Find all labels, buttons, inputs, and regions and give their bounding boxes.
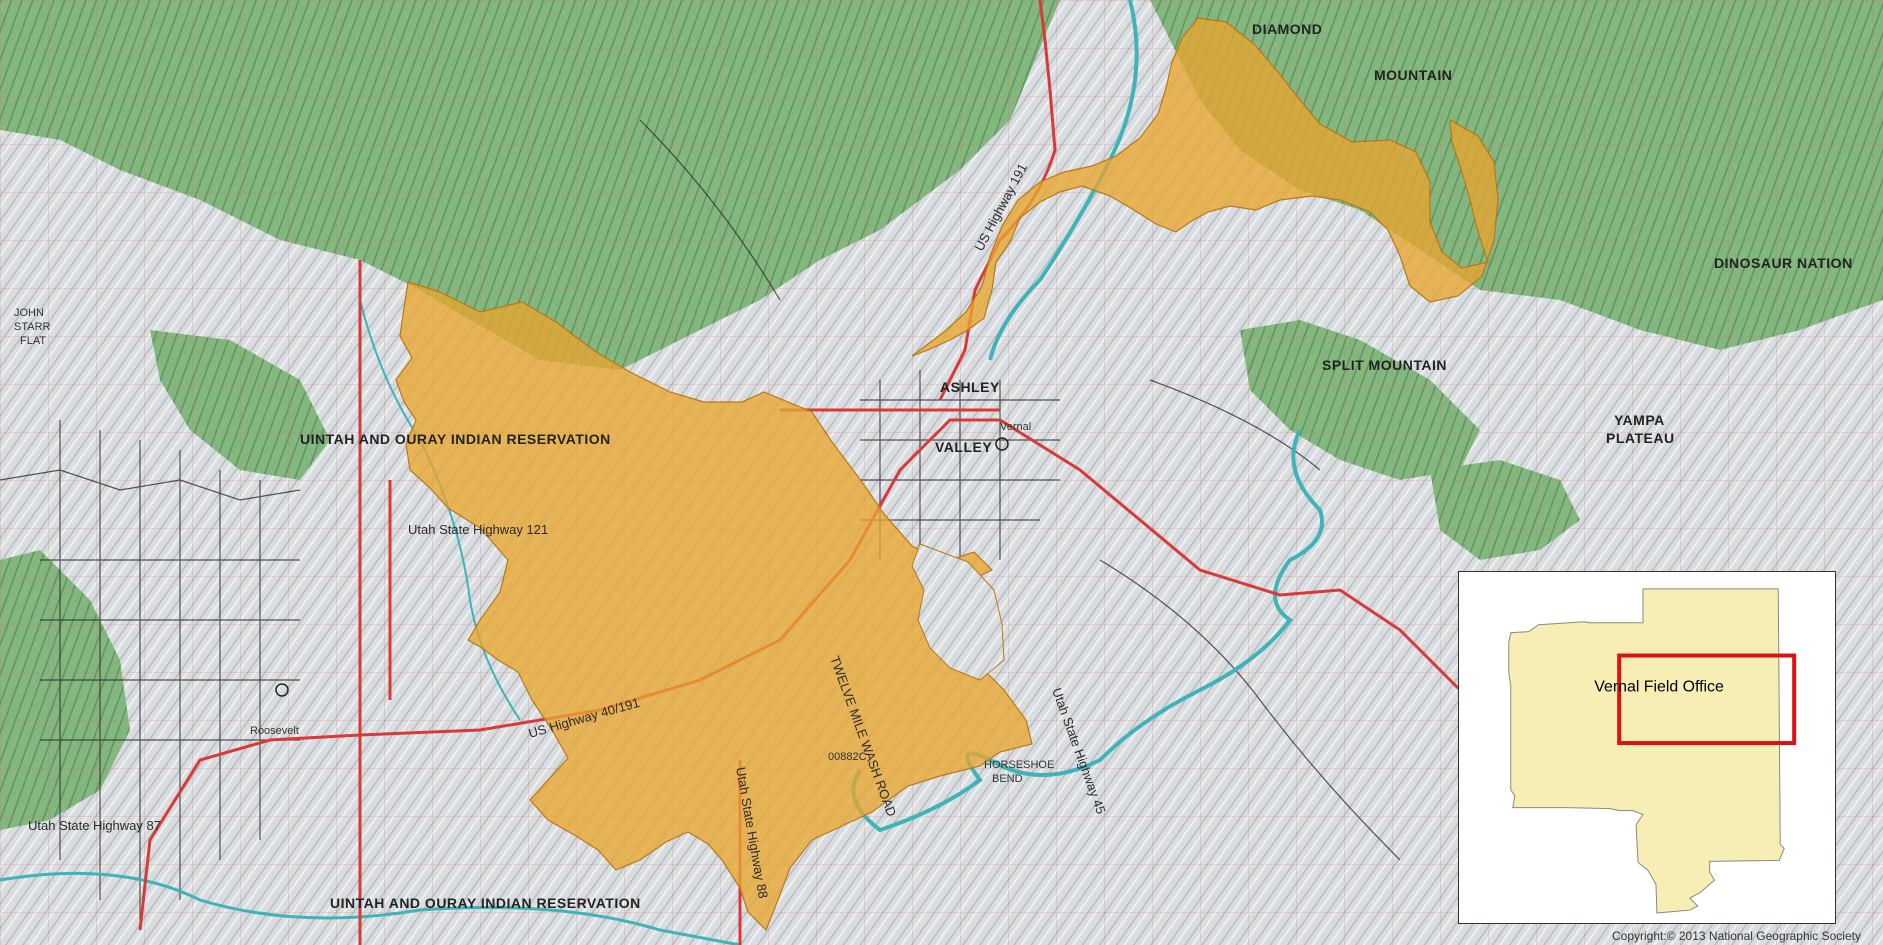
vernal-label: Vernal [1000,421,1031,433]
plateau-label: PLATEAU [1606,430,1675,446]
copyright-label: Copyright:© 2013 National Geographic Soc… [1612,929,1861,943]
allotment-polygon-south[interactable] [395,281,1033,932]
john-label: JOHN [14,307,44,319]
mountain-label: MOUNTAIN [1374,67,1452,83]
yampa-label: YAMPA [1614,412,1665,428]
ashley-label: ASHLEY [940,379,1000,395]
allotment-polygon-north[interactable] [911,17,1499,357]
sr87-label: Utah State Highway 87 [28,818,161,833]
horseshoe-label: HORSESHOE [984,759,1054,771]
river-west [359,299,521,721]
valley-label: VALLEY [935,439,992,455]
local-roads [0,119,1401,920]
green-river [851,0,1324,833]
reservation-label-north: UINTAH AND OURAY INDIAN RESERVATION [300,431,611,447]
bend-label: BEND [992,773,1023,785]
extent-frame [1617,653,1797,746]
inset-label: Vernal Field Office [1594,678,1724,695]
locator-inset: Vernal Field Office [1458,571,1836,924]
flat-label: FLAT [20,335,46,347]
split-mountain-label: SPLIT MOUNTAIN [1322,357,1447,373]
river-tributary [0,871,741,945]
roosevelt-airport-icon [275,683,289,697]
roosevelt-label: Roosevelt [250,725,299,737]
starr-label: STARR [14,321,51,333]
diamond-label: DIAMOND [1252,21,1322,37]
sr121-label: Utah State Highway 121 [408,522,548,537]
dinosaur-label: DINOSAUR NATION [1714,255,1853,271]
inset-map: Vernal Field Office [1508,588,1797,914]
road-number-label: 00882C [828,751,867,763]
vernal-airport-icon [995,437,1009,451]
reservation-label-south: UINTAH AND OURAY INDIAN RESERVATION [330,895,641,911]
field-office-area [1508,588,1785,914]
allotment-polygon-cutout [911,543,1005,681]
